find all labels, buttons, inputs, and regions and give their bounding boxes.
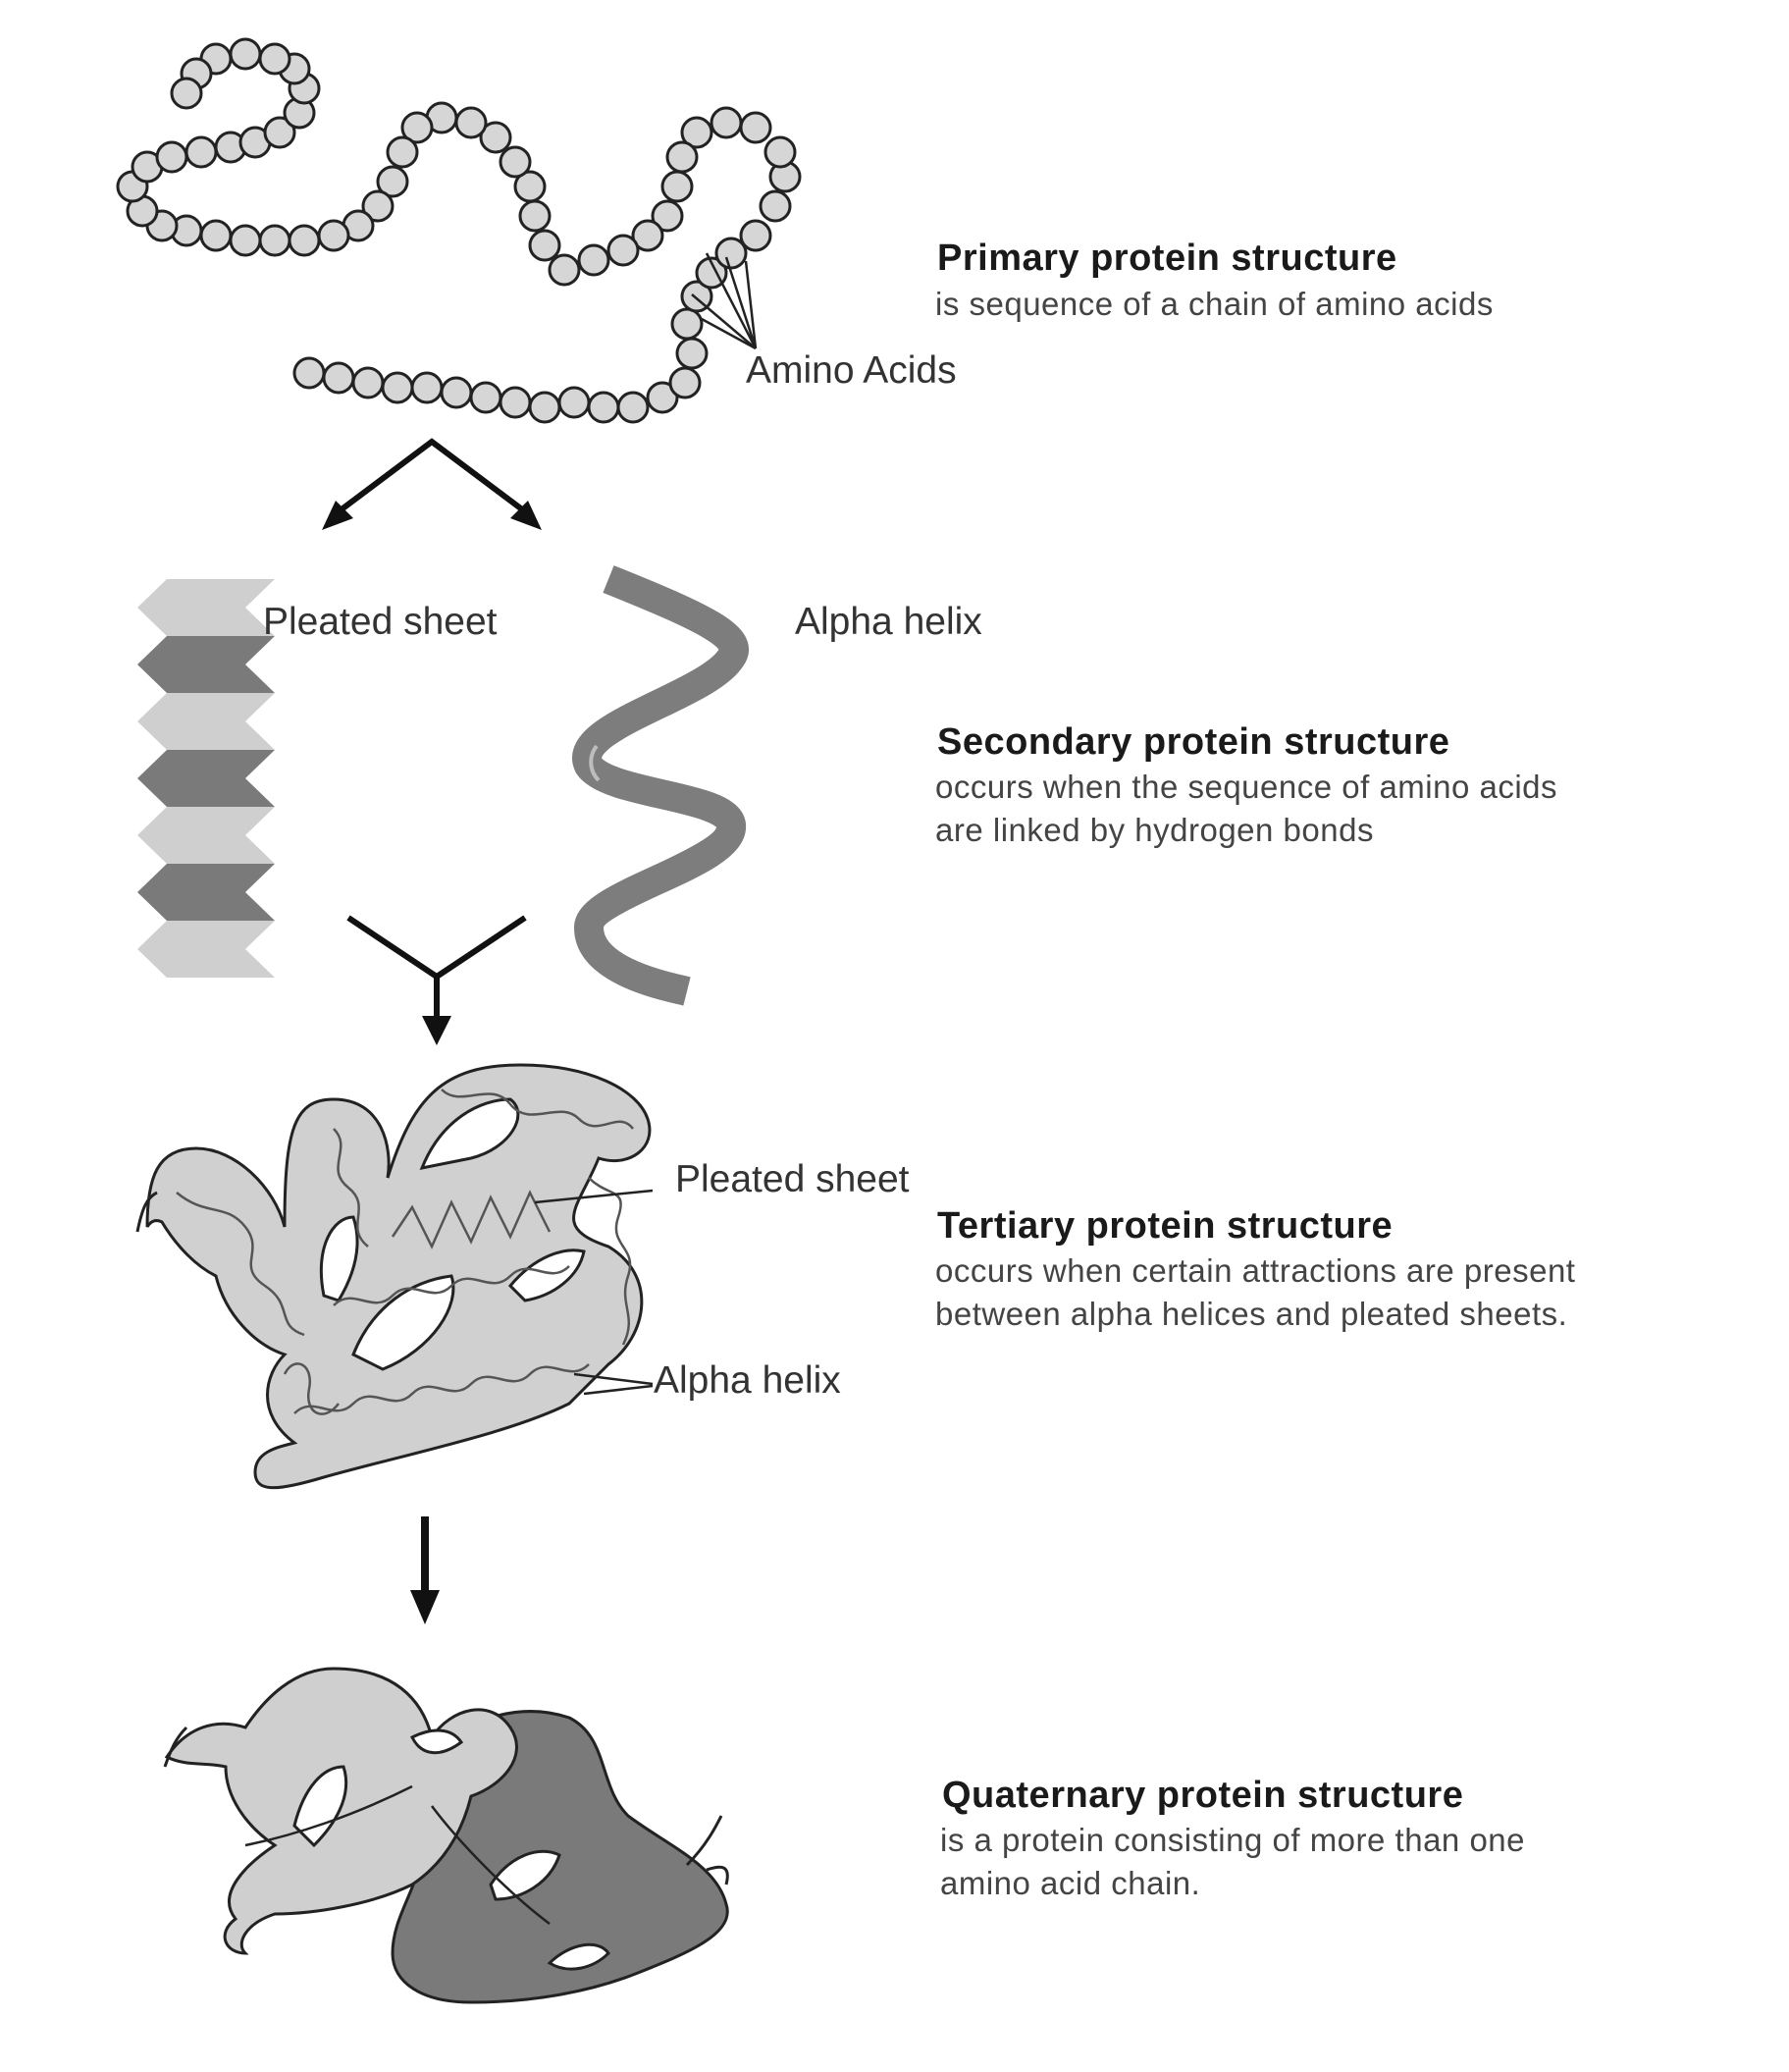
pleated-sheet-shape	[137, 579, 275, 978]
amino-acid-bead	[440, 376, 473, 409]
amino-acid-bead	[710, 106, 743, 139]
alpha-helix-shape	[572, 565, 749, 1006]
quaternary-structure-shape	[163, 1667, 729, 2004]
primary-structure-desc-line-1: is sequence of a chain of amino acids	[935, 286, 1494, 322]
tertiary-structure-title: Tertiary protein structure	[937, 1205, 1394, 1247]
secondary-structure-desc-line-2: are linked by hydrogen bonds	[935, 812, 1374, 848]
amino-acid-bead	[410, 371, 444, 404]
merge-arrow	[346, 915, 527, 1045]
quaternary-structure-desc-line-2: amino acid chain.	[940, 1865, 1201, 1901]
amino-acid-bead	[258, 42, 291, 76]
pleated-sheet-strand	[137, 864, 275, 921]
amino-acid-bead	[229, 37, 262, 71]
amino-acid-bead	[739, 111, 772, 144]
quaternary-structure-desc-line-1: is a protein consisting of more than one	[940, 1822, 1526, 1858]
amino-acid-bead	[376, 165, 409, 198]
amino-acid-bead	[361, 189, 395, 223]
amino-acid-bead	[577, 243, 610, 277]
amino-acid-bead	[469, 381, 502, 414]
amino-acid-bead	[518, 199, 552, 233]
amino-acid-bead	[229, 224, 262, 257]
pleated-sheet-label: Pleated sheet	[263, 601, 498, 643]
amino-acid-bead	[695, 256, 728, 290]
amino-acid-bead	[400, 111, 434, 144]
tertiary-structure-shape	[135, 1063, 652, 1490]
pleated-sheet-strand	[137, 636, 275, 693]
amino-acid-bead	[616, 391, 650, 424]
split-arrow	[322, 438, 542, 530]
amino-acid-bead	[479, 121, 512, 154]
amino-acid-bead	[759, 189, 792, 223]
amino-acid-bead	[680, 116, 713, 149]
amino-acid-bead	[170, 77, 203, 110]
amino-acid-bead	[670, 307, 704, 341]
amino-acid-bead	[317, 219, 350, 252]
secondary-structure-desc-line-1: occurs when the sequence of amino acids	[935, 769, 1558, 805]
amino-acid-bead	[631, 219, 664, 252]
amino-acid-bead	[288, 224, 321, 257]
amino-acid-bead	[292, 356, 326, 390]
pleated-sheet-strand	[137, 921, 275, 978]
amino-acid-bead	[155, 140, 188, 174]
amino-acid-bead	[513, 170, 547, 203]
primary-structure-title: Primary protein structure	[937, 238, 1397, 279]
amino-acid-bead	[739, 219, 772, 252]
tertiary-alpha-helix-label: Alpha helix	[654, 1359, 841, 1402]
pleated-sheet-strand	[137, 750, 275, 807]
amino-acid-bead	[646, 381, 679, 414]
secondary-structure-title: Secondary protein structure	[937, 721, 1450, 763]
down-arrow	[410, 1516, 440, 1624]
amino-acid-bead	[675, 337, 709, 370]
amino-acid-bead	[763, 135, 797, 169]
amino-acid-bead	[184, 135, 218, 169]
alpha-helix-label: Alpha helix	[795, 601, 982, 643]
quaternary-structure-title: Quaternary protein structure	[942, 1775, 1464, 1816]
tertiary-structure-desc-line-1: occurs when certain attractions are pres…	[935, 1252, 1576, 1289]
amino-acid-pointer-lines	[691, 252, 758, 350]
pleated-sheet-strand	[137, 579, 275, 636]
pleated-sheet-strand	[137, 693, 275, 750]
amino-acid-bead	[499, 386, 532, 419]
amino-acid-bead	[386, 135, 419, 169]
amino-acid-chain	[116, 37, 802, 424]
amino-acid-bead	[258, 224, 291, 257]
amino-acid-bead	[714, 237, 748, 270]
amino-acid-bead	[351, 366, 385, 399]
amino-acid-bead	[548, 253, 581, 287]
amino-acid-bead	[322, 361, 355, 395]
amino-acid-bead	[528, 229, 561, 262]
amino-acid-bead	[381, 371, 414, 404]
pleated-sheet-strand	[137, 807, 275, 864]
amino-acid-bead	[199, 219, 233, 252]
amino-acid-bead	[587, 391, 620, 424]
amino-acid-bead	[499, 145, 532, 179]
amino-acid-bead	[660, 170, 694, 203]
alpha-helix-highlight	[589, 744, 601, 782]
amino-acid-bead	[454, 106, 488, 139]
amino-acid-bead	[651, 199, 684, 233]
amino-acid-bead	[557, 386, 591, 419]
amino-acid-bead	[606, 234, 640, 267]
amino-acids-label: Amino Acids	[746, 349, 957, 392]
amino-acid-bead	[263, 116, 296, 149]
tertiary-pleated-sheet-label: Pleated sheet	[675, 1158, 910, 1200]
amino-acid-bead	[668, 366, 702, 399]
tertiary-structure-desc-line-2: between alpha helices and pleated sheets…	[935, 1296, 1568, 1332]
amino-acid-bead	[665, 140, 699, 174]
tertiary-pointer-lines	[534, 1189, 654, 1396]
amino-acid-bead	[528, 391, 561, 424]
